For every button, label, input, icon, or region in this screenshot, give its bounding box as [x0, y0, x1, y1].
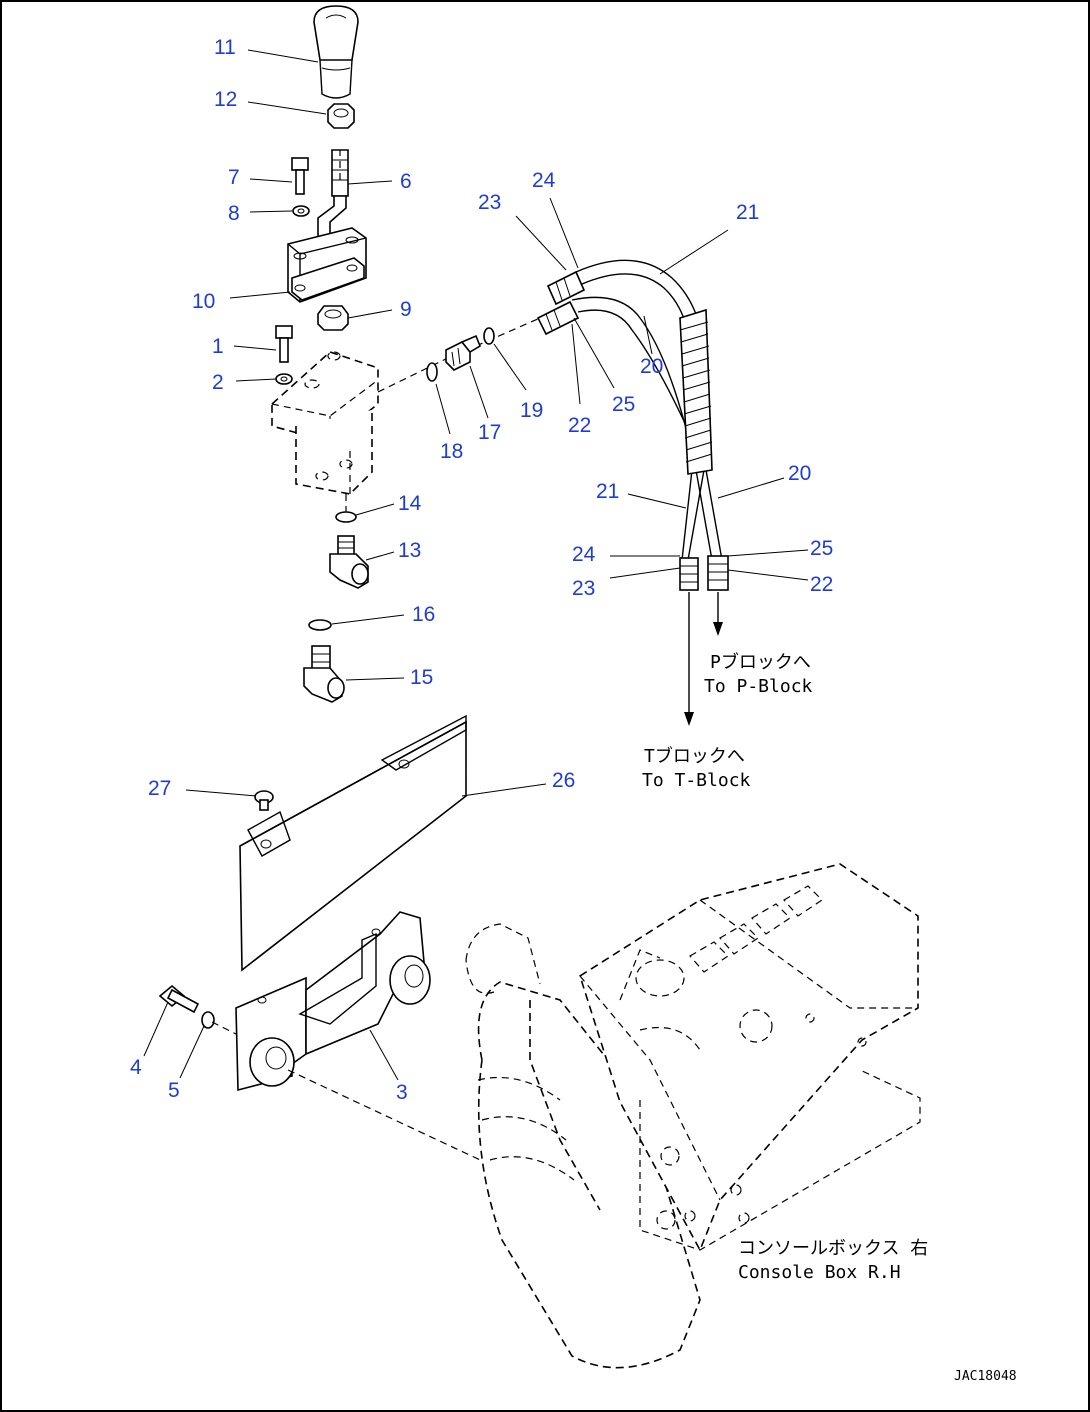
note-t-block-jp: Tブロックへ [644, 745, 745, 767]
part-13-elbow [329, 535, 369, 589]
part-11-knob [313, 5, 359, 99]
part-12-nut [327, 103, 355, 129]
callout-26: 26 [552, 769, 575, 792]
callout-20-upper: 20 [640, 355, 663, 378]
part-7-bolt [291, 157, 309, 195]
callout-18: 18 [440, 440, 463, 463]
leader-lines [143, 49, 809, 1081]
callout-10: 10 [192, 290, 215, 313]
callout-15: 15 [410, 666, 433, 689]
note-t-block-en: To T-Block [642, 770, 751, 791]
part-5-washer [201, 1011, 215, 1029]
note-console-en: Console Box R.H [738, 1262, 901, 1283]
callout-9: 9 [400, 298, 412, 321]
callout-11: 11 [214, 36, 236, 59]
callout-12: 12 [214, 88, 237, 111]
callout-20-lower: 20 [788, 462, 811, 485]
arrow-to-p-block [713, 592, 723, 636]
callout-13: 13 [398, 539, 421, 562]
callout-25-upper: 25 [612, 393, 635, 416]
part-2-washer [275, 373, 293, 385]
console-box [465, 863, 921, 1369]
callout-24-lower: 24 [572, 543, 596, 566]
part-19-oring [483, 327, 495, 345]
part-10-plate [287, 227, 367, 303]
callout-17: 17 [478, 421, 501, 444]
upper-hose-fittings [536, 270, 586, 336]
destination-notes: Pブロックへ To P-Block Tブロックへ To T-Block コンソー… [642, 651, 928, 1283]
callout-16: 16 [412, 603, 435, 626]
callout-24-upper: 24 [532, 169, 556, 192]
hose-assembly [571, 259, 723, 561]
callout-21-upper: 21 [736, 201, 759, 224]
callout-23-upper: 23 [478, 191, 501, 214]
part-14-oring [335, 494, 357, 523]
callout-2: 2 [212, 371, 224, 394]
callout-27: 27 [148, 777, 171, 800]
centerline-bolt [211, 1021, 237, 1035]
part-8-washer [292, 205, 310, 217]
callout-7: 7 [228, 166, 240, 189]
arrow-to-t-block [684, 592, 694, 726]
part-17-adaptor [445, 334, 481, 371]
callout-6: 6 [400, 170, 412, 193]
callout-19: 19 [520, 399, 543, 422]
part-1-bolt [275, 325, 293, 363]
lower-hose-fittings [679, 555, 729, 591]
note-p-block-jp: Pブロックへ [710, 651, 811, 673]
part-3-bracket [235, 911, 431, 1092]
callout-25-lower: 25 [810, 537, 833, 560]
callout-8: 8 [228, 202, 240, 225]
part-9-nut [317, 305, 349, 331]
callout-21-lower: 21 [596, 480, 619, 503]
callout-5: 5 [168, 1079, 180, 1102]
part-18-oring [426, 362, 438, 382]
callout-23-lower: 23 [572, 577, 595, 600]
centerline-valve-port [377, 355, 453, 393]
valve-body [271, 351, 379, 495]
part-4-bolt [158, 984, 200, 1014]
callout-4: 4 [130, 1056, 142, 1079]
part-27-screw [254, 790, 274, 811]
drawing-code: JAC18048 [954, 1369, 1017, 1384]
note-console-jp: コンソールボックス 右 [738, 1238, 928, 1259]
part-16-oring [308, 619, 332, 631]
callout-22-upper: 22 [568, 414, 591, 437]
part-26-cover [239, 714, 467, 972]
callout-labels: 11 12 7 6 8 10 9 1 2 14 13 16 15 18 17 1… [130, 36, 833, 1104]
part-15-elbow [303, 645, 345, 703]
callout-3: 3 [396, 1081, 408, 1104]
callout-1: 1 [212, 335, 224, 358]
note-p-block-en: To P-Block [704, 676, 813, 697]
callout-22-lower: 22 [810, 573, 833, 596]
callout-14: 14 [398, 492, 422, 515]
